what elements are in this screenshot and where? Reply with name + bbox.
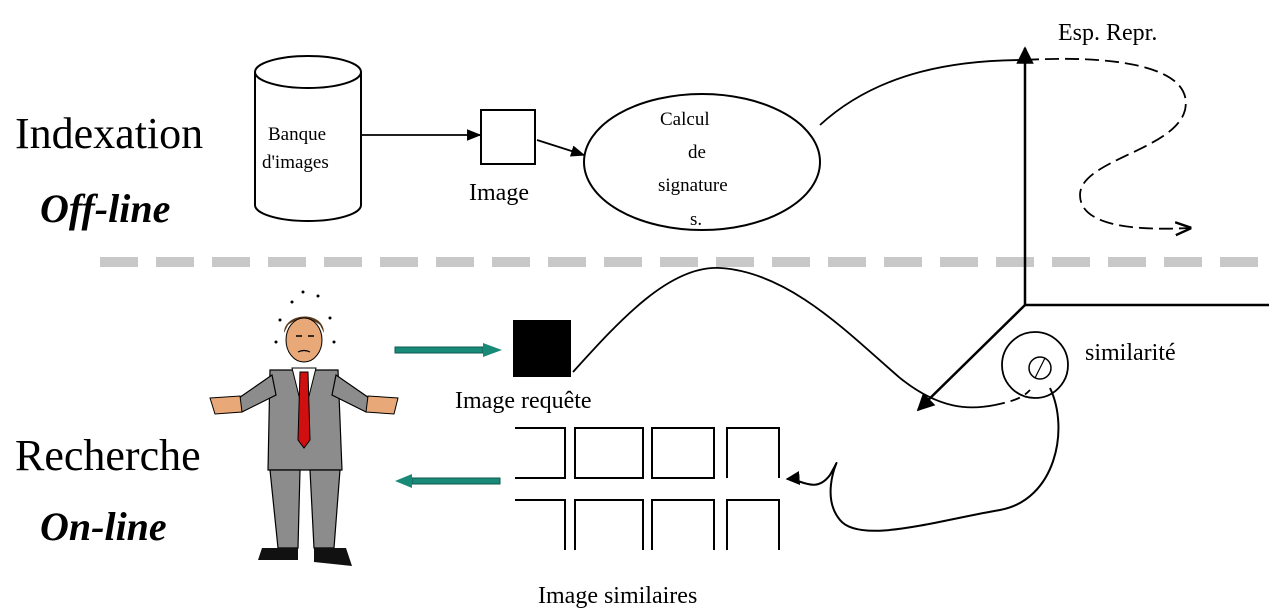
banque-label-line1: Banque [268,124,326,145]
image-to-signature-arrow [536,139,586,157]
recherche-label: Recherche [15,431,201,480]
similar-images-grid [515,427,780,550]
query-image-box [513,320,571,377]
query-to-space-curve [572,267,996,409]
online-label: On-line [40,504,167,549]
calcul-line1: Calcul [660,109,710,130]
query-to-space-dashed [994,389,1031,406]
esp-repr-label: Esp. Repr. [1058,20,1157,46]
similarity-circles [1001,331,1069,399]
signature-computation-ellipse [583,93,821,231]
calcul-line3: signature [658,175,728,196]
banque-label-line2: d'images [262,152,329,173]
similarite-label: similarité [1085,340,1176,366]
image-box [480,109,536,165]
calcul-line2: de [688,142,706,163]
results-curve [785,387,1060,532]
images-similaires-label: Image similaires [538,583,697,609]
offline-label: Off-line [40,186,170,231]
representation-space-axes [916,46,1269,412]
image-label: Image [469,180,529,206]
image-database-cylinder [254,55,362,222]
user-icon [209,290,399,566]
indexation-label: Indexation [15,109,203,158]
image-requete-label: Image requête [455,388,592,414]
results-teal-arrow [395,474,501,488]
calcul-line4: s. [690,209,702,230]
space-mapping-dashed-curve [1024,57,1190,229]
query-teal-arrow [394,343,502,357]
signature-to-space-curve [819,59,1026,126]
